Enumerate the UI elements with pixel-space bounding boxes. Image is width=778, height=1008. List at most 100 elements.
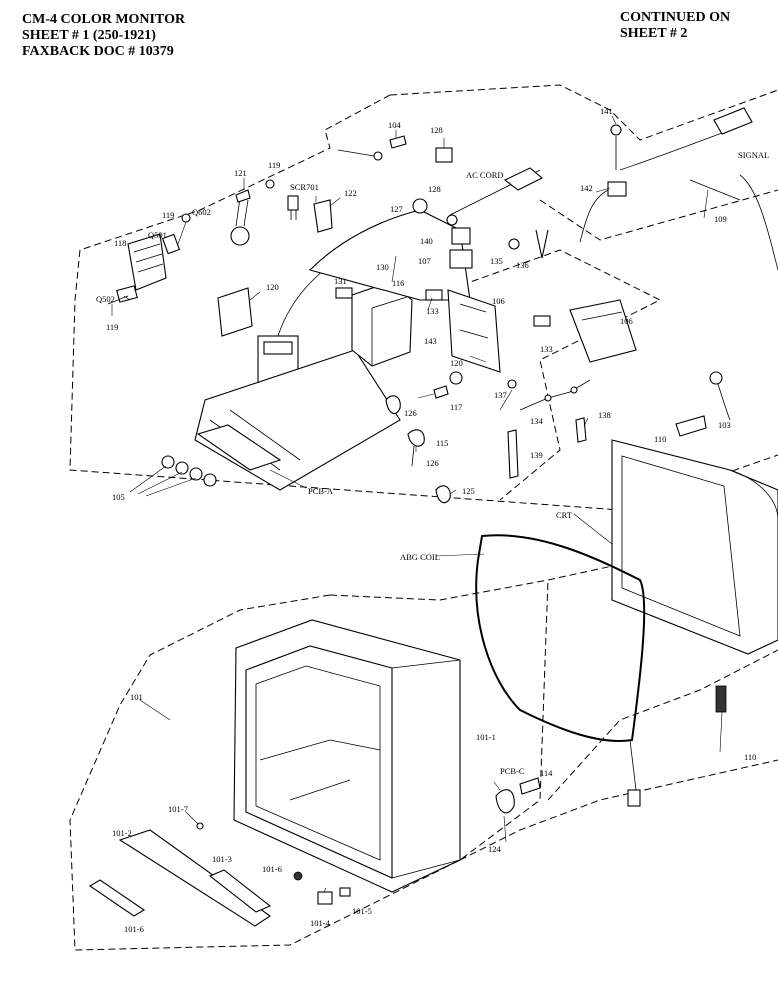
label-103: 103: [718, 420, 731, 430]
signal-cable: [579, 107, 753, 243]
label-101-6-knob: 101-6: [262, 864, 282, 874]
screw-114: [519, 777, 541, 795]
label-124: 124: [488, 844, 502, 854]
label-118: 118: [114, 238, 126, 248]
label-128-bottom: 128: [428, 184, 441, 194]
pcbc-guide: [459, 759, 778, 861]
label-120-left: 120: [266, 282, 279, 292]
clip-127: [412, 198, 428, 214]
label-128-top: 128: [430, 125, 443, 135]
bracket-106-center: [447, 289, 501, 373]
label-abg-coil: ABG COIL: [400, 552, 440, 562]
label-114: 114: [540, 768, 553, 778]
header-sheet: SHEET # 1 (250-1921): [22, 28, 156, 43]
label-signal: SIGNAL: [738, 150, 769, 160]
clip-128-bottom: [446, 214, 458, 226]
scr701-component: [287, 195, 299, 220]
pcb-c: [495, 789, 515, 814]
label-119-low: 119: [106, 322, 118, 332]
transistor-q501: [161, 233, 181, 255]
cabinet-outline: [69, 579, 549, 951]
label-125: 125: [462, 486, 475, 496]
strip-101-6: [88, 879, 146, 917]
wire-134: [519, 379, 591, 411]
label-115: 115: [436, 438, 448, 448]
label-138: 138: [598, 410, 611, 420]
anode-lead-103: [709, 371, 731, 421]
label-pcb-c: PCB-C: [500, 766, 525, 776]
label-q602: Q602: [192, 207, 211, 217]
chassis-panel: [308, 209, 471, 301]
crt-tube: [611, 439, 778, 655]
label-101-1: 101-1: [476, 732, 496, 742]
label-105: 105: [112, 492, 125, 502]
pcb-a-board: [194, 349, 401, 491]
bracket-120-left: [217, 287, 253, 337]
label-104: 104: [388, 120, 402, 130]
top-plane-right-edge: [389, 84, 778, 141]
label-141: 141: [600, 106, 613, 116]
label-crt: CRT: [556, 510, 573, 520]
continued-line-2: SHEET # 2: [620, 26, 688, 41]
transistor-q502: [107, 285, 138, 305]
screw-121: [235, 189, 251, 203]
label-130: 130: [376, 262, 389, 272]
terminal-138: [575, 417, 587, 443]
label-140: 140: [420, 236, 433, 246]
label-122: 122: [344, 188, 357, 198]
rear-mid-outline: [419, 249, 662, 501]
continued-note: CONTINUED ON SHEET # 2: [620, 10, 730, 42]
label-127: 127: [390, 204, 403, 214]
label-119-mid: 119: [162, 210, 174, 220]
rear-bracket-outline: [539, 189, 778, 241]
label-133-left: 133: [426, 306, 439, 316]
screw-135: [508, 238, 520, 250]
label-101-3: 101-3: [212, 854, 232, 864]
header-doc: FAXBACK DOC # 10379: [22, 44, 174, 59]
label-136: 136: [516, 260, 529, 270]
ac-cord: [449, 167, 543, 216]
switch-140: [451, 227, 471, 245]
button-101-7: [196, 822, 204, 830]
screw-104: [337, 135, 407, 161]
spring-101-5: [339, 887, 351, 897]
label-pcb-a: PCB-A: [308, 486, 334, 496]
block-107: [449, 249, 473, 269]
label-110-top: 110: [654, 434, 666, 444]
label-101-2: 101-2: [112, 828, 132, 838]
label-ac-cord: AC CORD: [466, 170, 504, 180]
bracket-120-center: [449, 371, 463, 385]
part-labels: 104 128 141 SIGNAL 119 121 SCR701 122 12…: [96, 106, 769, 934]
spring-109: [689, 174, 778, 271]
sheet-header: CM-4 COLOR MONITOR SHEET # 1 (250-1921) …: [22, 12, 185, 60]
label-q502: Q502: [96, 294, 115, 304]
abg-coil: [475, 534, 646, 807]
label-142: 142: [580, 183, 593, 193]
label-120-center: 120: [450, 358, 463, 368]
label-101: 101: [130, 692, 143, 702]
label-126-top: 126: [404, 408, 417, 418]
label-109: 109: [714, 214, 727, 224]
abg-coil-guide: [547, 649, 778, 801]
header-title: CM-4 COLOR MONITOR: [22, 12, 186, 27]
connector-141: [610, 124, 622, 170]
screw-119-top: [181, 179, 275, 223]
sockets-105: [161, 455, 217, 487]
heatsink-118: [127, 233, 167, 291]
label-131: 131: [334, 276, 347, 286]
clip-110-top: [675, 415, 707, 437]
bracket-122: [313, 199, 333, 233]
label-101-7: 101-7: [168, 804, 188, 814]
label-scr701: SCR701: [290, 182, 319, 192]
plate-133: [425, 289, 551, 327]
label-116: 116: [392, 278, 404, 288]
clip-128-top: [435, 147, 453, 163]
connector-strip: [196, 424, 282, 471]
knob-101-6: [293, 871, 303, 881]
insulator-131: [335, 287, 353, 299]
label-110-bottom: 110: [744, 752, 756, 762]
label-117: 117: [450, 402, 462, 412]
label-101-5: 101-5: [352, 906, 372, 916]
strip-101-3: [208, 869, 272, 913]
